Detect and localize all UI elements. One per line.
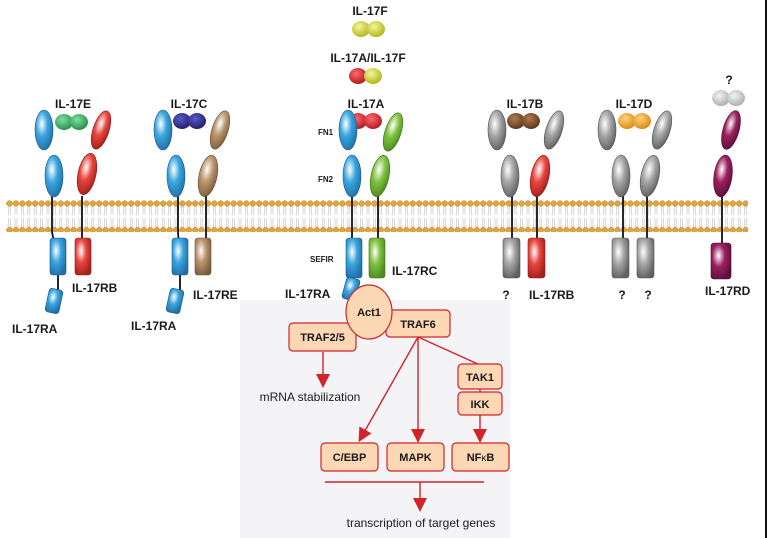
- svg-text:IKK: IKK: [471, 399, 490, 411]
- ligand-unknown-ball: [727, 90, 745, 106]
- receptor-il17rc-fn1: [382, 112, 404, 152]
- svg-text:TRAF2/5: TRAF2/5: [300, 332, 345, 344]
- receptor-label-il17rc: IL-17RC: [392, 264, 438, 278]
- ligand-label-il17e: IL-17E: [55, 97, 91, 111]
- receptor-unknown-sefir: [611, 237, 630, 279]
- receptor-label-il17rb: IL-17RB: [72, 281, 118, 295]
- receptor-complex-il17b: IL-17B ? IL-17RB: [487, 97, 575, 302]
- receptor-il17re-fn1: [209, 110, 231, 150]
- svg-text:TRAF6: TRAF6: [400, 319, 435, 331]
- ligand-il17b-ball: [507, 113, 525, 129]
- receptor-il17rc-sefir: [368, 237, 386, 279]
- receptor-label-il17ra: IL-17RA: [131, 319, 177, 333]
- ligand-il17f-dimer: [352, 21, 385, 37]
- svg-text:NFκB: NFκB: [467, 452, 495, 464]
- receptor-unknown-fn1: [487, 109, 507, 151]
- ligand-il17e-ball: [70, 114, 88, 130]
- receptor-unknown-fn2: [611, 154, 631, 198]
- receptor-il17rb-fn1: [90, 110, 112, 150]
- receptor-il17ra-tail: [44, 288, 64, 314]
- box-mapk: MAPK: [386, 442, 445, 472]
- box-cebp: C/EBP: [320, 442, 379, 472]
- receptor-il17ra-fn2: [44, 154, 64, 198]
- receptor-label-unknown: ?: [502, 288, 509, 302]
- receptor-il17ra-sefir: [171, 237, 189, 276]
- receptor-il17rb-fn2: [76, 153, 98, 195]
- receptor-il17rb-fn1: [543, 110, 565, 150]
- ligand-unknown-ball: [712, 90, 730, 106]
- box-ikk: IKK: [457, 391, 503, 416]
- receptor-il17ra-fn2: [342, 154, 362, 198]
- receptor-complex-il17c: IL-17C IL-17RE IL-17RA: [131, 97, 238, 333]
- receptor-complex-il17a: IL-17A FN1 FN2 SEFIR IL-17RC IL-17RA: [285, 97, 438, 302]
- receptor-il17re-fn2: [197, 155, 219, 197]
- receptor-il17rd-sefir: [710, 242, 732, 280]
- ligand-label-il17f: IL-17F: [352, 4, 387, 18]
- ligand-label-il17a-il17f: IL-17A/IL-17F: [330, 51, 405, 65]
- receptor-il17ra-fn1: [153, 109, 173, 151]
- receptor-il17rd-fn1: [721, 110, 741, 150]
- ligand-label-il17d: IL-17D: [616, 97, 653, 111]
- receptor-il17re-sefir: [194, 237, 212, 276]
- arrow-traf6-to-cebp: [358, 336, 419, 443]
- ligand-il17d-ball: [633, 113, 651, 129]
- receptor-label-unknown: ?: [618, 288, 625, 302]
- receptor-complex-il17d: IL-17D ? ?: [597, 97, 673, 302]
- domain-label-fn1: FN1: [318, 128, 334, 137]
- receptor-il17ra-fn1: [338, 109, 358, 151]
- adaptor-act1: Act1: [345, 284, 393, 340]
- signaling-area-shade: [240, 300, 510, 538]
- receptor-il17rd-fn2: [713, 154, 733, 198]
- receptor-il17rb-fn2: [529, 155, 551, 197]
- receptor-label-il17ra: IL-17RA: [285, 287, 331, 301]
- box-tak1: TAK1: [457, 363, 503, 390]
- box-traf25: TRAF2/5: [288, 322, 357, 352]
- receptor-il17ra-sefir: [49, 237, 67, 276]
- arrow-traf6-to-tak1: [417, 336, 481, 366]
- svg-text:MAPK: MAPK: [399, 452, 431, 464]
- ligand-il17b-ball: [522, 113, 540, 129]
- receptor-complex-il17e: IL-17E IL-17RB IL-17RA: [12, 97, 118, 336]
- receptor-unknown-sefir: [502, 237, 521, 279]
- receptor-il17rb-sefir: [74, 237, 92, 276]
- ligand-il17c-ball: [188, 113, 206, 129]
- svg-text:C/EBP: C/EBP: [333, 452, 367, 464]
- ligand-label-il17a: IL-17A: [348, 97, 385, 111]
- receptor-il17ra-fn2: [166, 154, 186, 198]
- receptor-il17ra-sefir: [345, 237, 363, 279]
- label-transcription: transcription of target genes: [347, 516, 496, 530]
- box-traf6: TRAF6: [385, 309, 451, 338]
- domain-label-fn2: FN2: [318, 175, 334, 184]
- domain-label-sefir: SEFIR: [310, 255, 334, 264]
- receptor-il17ra-tail: [165, 288, 185, 314]
- receptor-label-il17rb: IL-17RB: [529, 288, 575, 302]
- svg-text:TAK1: TAK1: [466, 372, 494, 384]
- receptor-unknown-fn2: [639, 155, 661, 197]
- receptor-label-unknown: ?: [644, 288, 651, 302]
- ligand-il17c-ball: [173, 113, 191, 129]
- receptor-unknown-fn1: [597, 109, 617, 151]
- receptor-il17rc-fn2: [369, 155, 391, 197]
- label-mrna-stabilization: mRNA stabilization: [260, 390, 361, 404]
- ligand-il17d-ball: [618, 113, 636, 129]
- ligand-il17a-ball: [364, 113, 382, 129]
- receptor-label-il17ra: IL-17RA: [12, 322, 58, 336]
- receptor-il17rb-sefir: [527, 237, 546, 279]
- box-nfkb: NFκB: [451, 442, 510, 472]
- ligand-il17a-il17f-dimer: [349, 68, 382, 84]
- receptor-complex-il17rd: ? IL-17RD: [705, 73, 751, 298]
- receptor-label-il17re: IL-17RE: [193, 288, 238, 302]
- act1-label: Act1: [357, 307, 381, 319]
- ligand-label-il17c: IL-17C: [171, 97, 208, 111]
- cell-membrane: [6, 196, 748, 232]
- receptor-unknown-fn2: [500, 154, 520, 198]
- receptor-unknown-sefir: [636, 237, 655, 279]
- receptor-unknown-fn1: [651, 110, 673, 150]
- ligand-label-il17b: IL-17B: [507, 97, 544, 111]
- ligand-il17e-ball: [55, 114, 73, 130]
- receptor-il17ra-fn1: [34, 109, 54, 151]
- ligand-label-unknown: ?: [725, 73, 732, 87]
- receptor-label-il17rd: IL-17RD: [705, 284, 751, 298]
